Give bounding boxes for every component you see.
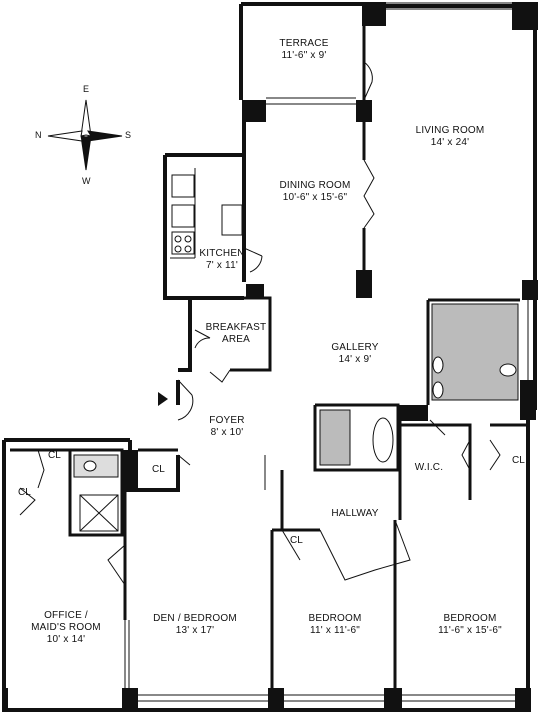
entry-arrow [158, 392, 168, 406]
room-bedroom-1: BEDROOM 11' x 11'-6" [290, 613, 380, 637]
room-dims: 11'-6" x 15'-6" [438, 625, 502, 636]
room-bedroom-2: BEDROOM 11'-6" x 15'-6" [420, 613, 520, 637]
room-name: DINING ROOM [279, 180, 351, 191]
room-name: DEN / BEDROOM [153, 613, 237, 624]
bath-fixtures [73, 303, 519, 532]
room-name: OFFICE / [44, 610, 88, 621]
room-dining: DINING ROOM 10'-6" x 15'-6" [265, 180, 365, 204]
closet-label: CL [512, 455, 525, 466]
room-hallway: HALLWAY [320, 508, 390, 520]
compass-north: N [35, 130, 42, 140]
room-name: GALLERY [331, 342, 379, 353]
room-name: BEDROOM [308, 613, 362, 624]
room-foyer: FOYER 8' x 10' [195, 415, 259, 439]
room-living: LIVING ROOM 14' x 24' [405, 125, 495, 149]
room-name: LIVING ROOM [415, 125, 485, 136]
room-breakfast: BREAKFAST AREA [200, 322, 272, 346]
interior-walls [10, 26, 528, 690]
room-dims: 7' x 11' [206, 260, 238, 271]
room-name: TERRACE [279, 38, 329, 49]
room-wic: W.I.C. [404, 462, 454, 474]
room-dims: 8' x 10' [210, 427, 244, 438]
room-name: FOYER [209, 415, 245, 426]
room-dims: 11'-6" x 9' [281, 50, 327, 61]
room-name: W.I.C. [414, 462, 444, 473]
room-gallery: GALLERY 14' x 9' [320, 342, 390, 366]
compass-south: S [125, 130, 132, 140]
room-name-line2: MAID'S ROOM [31, 622, 101, 633]
closet-label: CL [152, 464, 165, 475]
room-dims: 10' x 14' [46, 634, 86, 645]
room-name: KITCHEN [199, 248, 245, 259]
closet-label: CL [48, 450, 61, 461]
room-name-line2: AREA [221, 334, 251, 345]
room-office: OFFICE / MAID'S ROOM 10' x 14' [18, 610, 114, 646]
wall-piers [2, 2, 538, 712]
door-swings [19, 61, 501, 586]
compass-west: W [82, 176, 91, 186]
kitchen-fixtures [170, 168, 243, 259]
room-name: BEDROOM [443, 613, 497, 624]
compass-east: E [83, 84, 90, 94]
room-terrace: TERRACE 11'-6" x 9' [262, 38, 346, 62]
room-name: HALLWAY [331, 508, 379, 519]
closet-label: CL [18, 487, 31, 498]
room-dims: 10'-6" x 15'-6" [282, 192, 348, 203]
room-kitchen: KITCHEN 7' x 11' [194, 248, 250, 272]
room-den: DEN / BEDROOM 13' x 17' [140, 613, 250, 637]
room-dims: 13' x 17' [175, 625, 215, 636]
room-dims: 14' x 9' [338, 354, 372, 365]
compass-rose-icon [47, 99, 123, 171]
room-dims: 11' x 11'-6" [310, 625, 360, 636]
room-dims: 14' x 24' [430, 137, 470, 148]
room-name: BREAKFAST [205, 322, 267, 333]
windows [124, 2, 529, 702]
closet-label: CL [290, 535, 303, 546]
